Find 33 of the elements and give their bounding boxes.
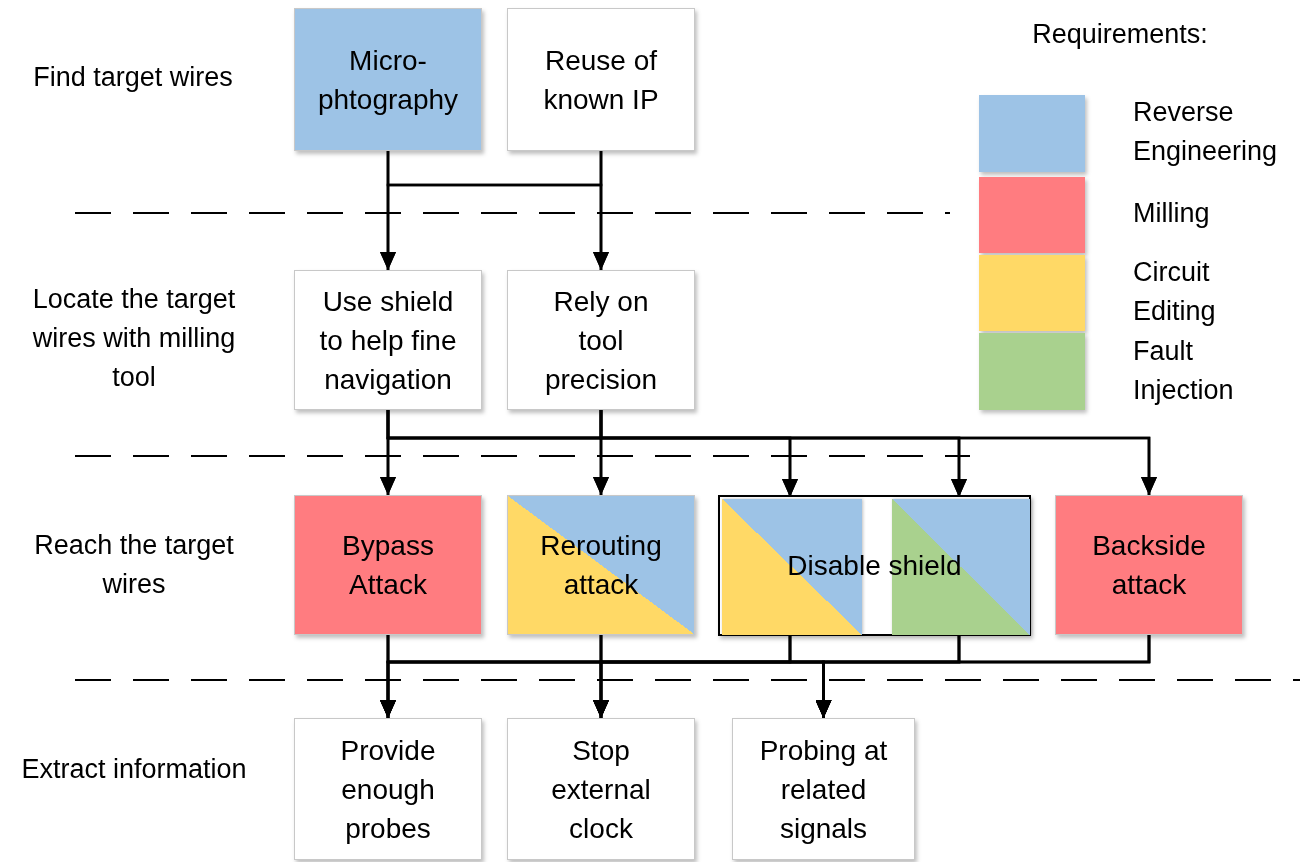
node-label: Use shield to help fine navigation (318, 284, 458, 397)
legend-title: Requirements: (1031, 18, 1209, 51)
row-label: Reach the target wires (33, 529, 235, 601)
process-box (507, 8, 695, 151)
row-label: Locate the target wires with milling tool (31, 283, 237, 394)
process-box (507, 718, 695, 860)
process-box (294, 495, 482, 635)
process-box (294, 8, 482, 151)
connector-arrow (599, 410, 1157, 495)
legend-label: Circuit Editing (1133, 256, 1217, 328)
process-box (294, 270, 482, 410)
connector-arrow (815, 635, 1151, 718)
process-box (1055, 495, 1243, 635)
node-label: Provide enough probes (339, 733, 437, 846)
node-label: Probing at related signals (758, 733, 889, 846)
connector-arrow (593, 151, 609, 270)
process-box (507, 495, 695, 635)
node-label: Bypass Attack (341, 529, 435, 602)
process-box (507, 270, 695, 410)
node-label: Stop external clock (550, 733, 652, 846)
process-box (732, 718, 915, 860)
row-label: Find target wires (32, 61, 234, 94)
legend-label: Reverse Engineering (1133, 96, 1279, 168)
node-label: Rely on tool precision (543, 284, 659, 397)
legend-label: Milling (1133, 197, 1211, 230)
node-label: Reuse of known IP (542, 43, 660, 117)
legend-label: Fault Injection (1133, 335, 1235, 407)
group-box (718, 495, 1031, 636)
row-label: Extract information (20, 753, 248, 786)
node-label: Disable shield (786, 549, 963, 583)
process-box (294, 718, 482, 860)
node-label: Micro- phtography (316, 43, 460, 117)
node-label: Backside attack (1091, 529, 1207, 602)
